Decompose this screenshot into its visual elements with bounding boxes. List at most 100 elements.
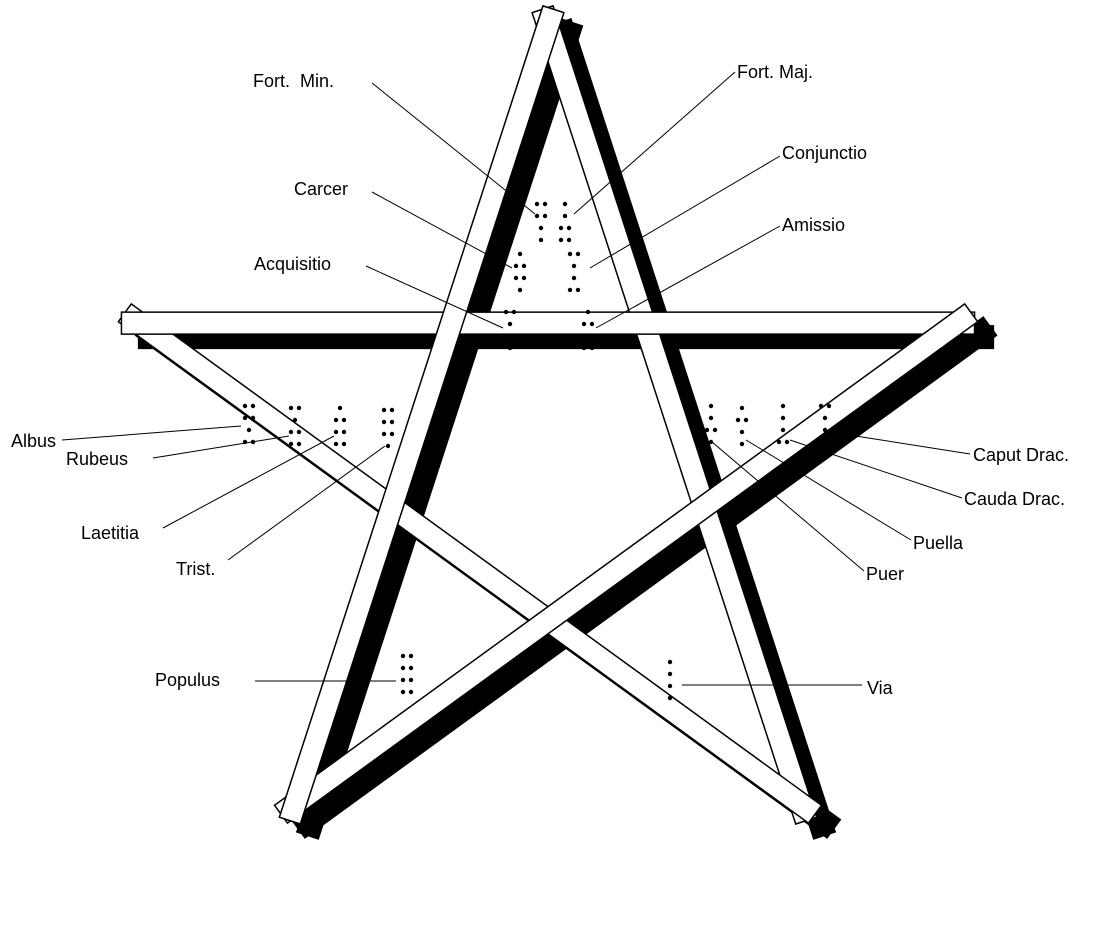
label-tristitia: Trist. [176, 560, 215, 578]
dot [668, 696, 672, 700]
dot [243, 404, 247, 408]
dot [334, 430, 338, 434]
star-shadow [134, 18, 997, 840]
dot [582, 346, 586, 350]
dot [508, 346, 512, 350]
dot [243, 440, 247, 444]
dot [401, 654, 405, 658]
dot [289, 442, 293, 446]
dot [251, 404, 255, 408]
label-rubeus: Rubeus [66, 450, 128, 468]
dot [539, 226, 543, 230]
dot [823, 428, 827, 432]
figure-conjunctio [568, 252, 580, 292]
dot [590, 346, 594, 350]
figure-fortuna-minor [535, 202, 547, 242]
dot [543, 202, 547, 206]
dot [709, 404, 713, 408]
dot [823, 440, 827, 444]
dot [543, 214, 547, 218]
label-caput-draconis: Caput Drac. [973, 446, 1069, 464]
dot [390, 420, 394, 424]
dot [289, 406, 293, 410]
dot [576, 252, 580, 256]
dot [559, 238, 563, 242]
dot [709, 440, 713, 444]
dot [293, 418, 297, 422]
dot [334, 418, 338, 422]
dot [342, 430, 346, 434]
dot [668, 672, 672, 676]
label-amissio: Amissio [782, 216, 845, 234]
dot [668, 684, 672, 688]
dot [522, 264, 526, 268]
dot [251, 440, 255, 444]
dot [390, 408, 394, 412]
dot [243, 416, 247, 420]
dot [251, 416, 255, 420]
dot [744, 418, 748, 422]
dot [781, 416, 785, 420]
label-puer: Puer [866, 565, 904, 583]
dot [827, 404, 831, 408]
label-carcer: Carcer [294, 180, 348, 198]
dot [568, 252, 572, 256]
dot [504, 310, 508, 314]
leader-albus [62, 426, 241, 440]
pentagram-star [118, 6, 997, 840]
dot [409, 678, 413, 682]
figure-populus [401, 654, 413, 694]
label-puella: Puella [913, 534, 963, 552]
dot [740, 442, 744, 446]
label-fortuna-minor: Fort. Min. [253, 72, 334, 90]
dot [586, 310, 590, 314]
dot [668, 660, 672, 664]
dot [590, 322, 594, 326]
dot [338, 406, 342, 410]
dot [514, 276, 518, 280]
dot [334, 442, 338, 446]
label-conjunctio: Conjunctio [782, 144, 867, 162]
dot [563, 214, 567, 218]
label-albus: Albus [11, 432, 56, 450]
dot [572, 264, 576, 268]
leader-caput-draconis [830, 432, 970, 454]
dot [586, 334, 590, 338]
dot [390, 432, 394, 436]
dot [563, 202, 567, 206]
dot [781, 404, 785, 408]
dot [382, 432, 386, 436]
dot [539, 238, 543, 242]
dot [535, 214, 539, 218]
dot [409, 666, 413, 670]
label-fortuna-major: Fort. Maj. [737, 63, 813, 81]
dot [401, 666, 405, 670]
dot [401, 690, 405, 694]
label-cauda-draconis: Cauda Drac. [964, 490, 1065, 508]
dot [297, 430, 301, 434]
dot [342, 418, 346, 422]
figure-carcer [514, 252, 526, 292]
dot [781, 428, 785, 432]
dot [382, 408, 386, 412]
dot [559, 226, 563, 230]
dot [568, 288, 572, 292]
dot [504, 334, 508, 338]
dot [567, 226, 571, 230]
dot [518, 252, 522, 256]
dot [705, 428, 709, 432]
dot [514, 264, 518, 268]
label-acquisitio: Acquisitio [254, 255, 331, 273]
dot [567, 238, 571, 242]
dot [382, 420, 386, 424]
dot [736, 418, 740, 422]
dot [401, 678, 405, 682]
dot [740, 430, 744, 434]
figure-tristitia [382, 408, 394, 448]
dot [777, 440, 781, 444]
dot [709, 416, 713, 420]
dot [535, 202, 539, 206]
dot [512, 334, 516, 338]
dot [785, 440, 789, 444]
